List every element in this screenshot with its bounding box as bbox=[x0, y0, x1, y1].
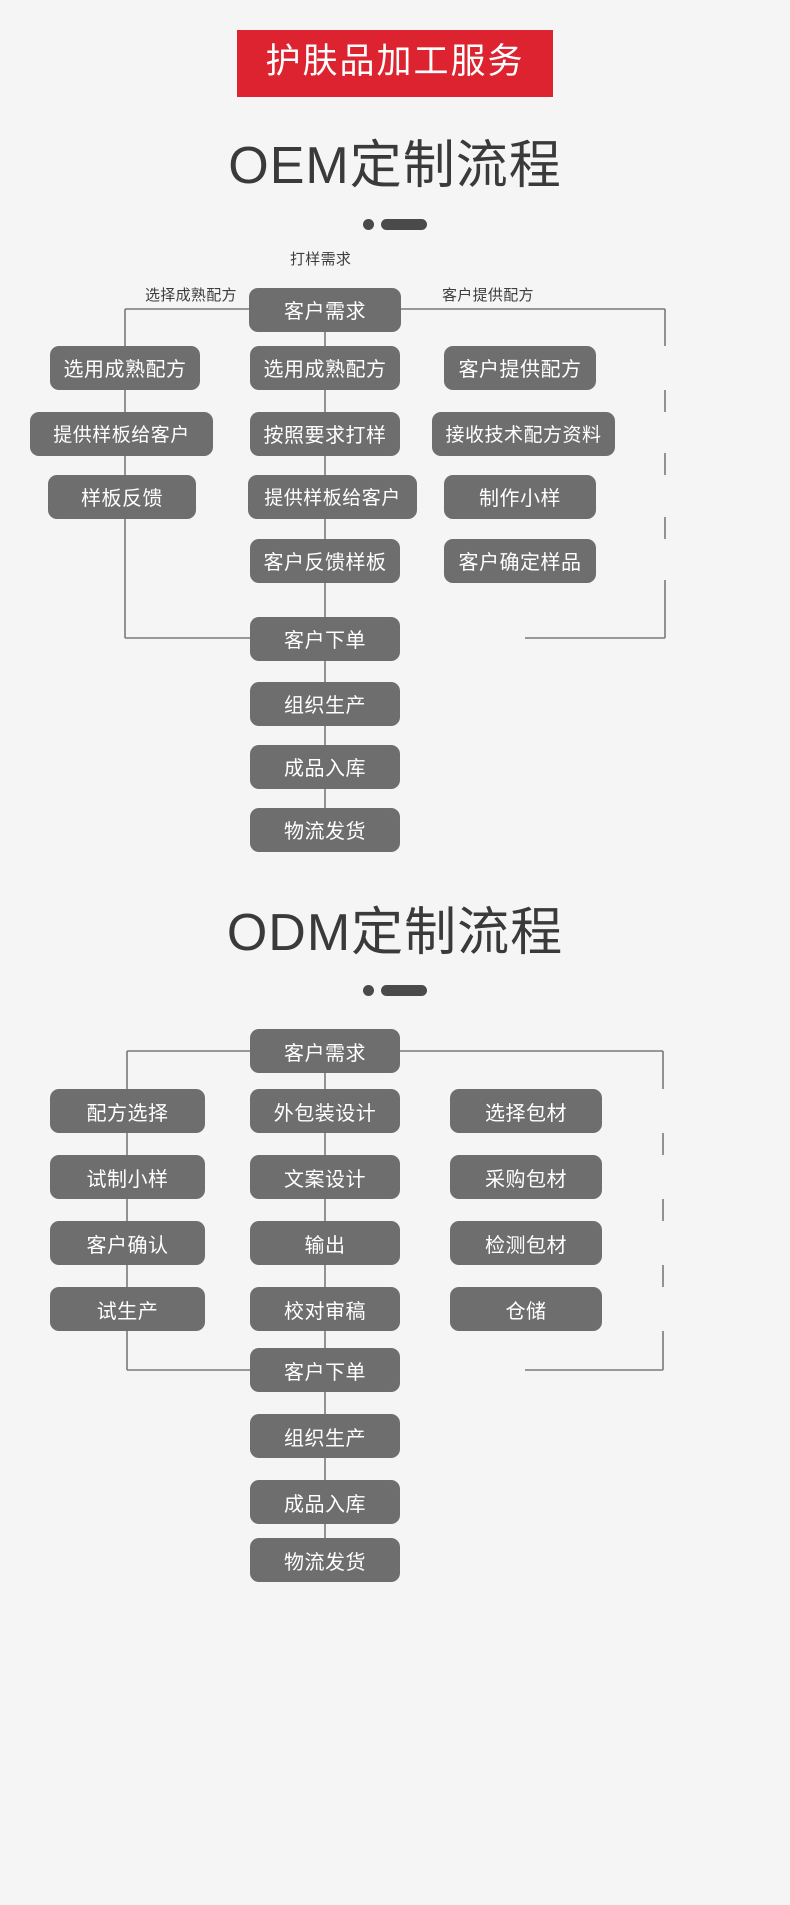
odm-node-right-4[interactable]: 仓储 bbox=[450, 1287, 602, 1332]
odm-node-right-2[interactable]: 采购包材 bbox=[450, 1155, 602, 1200]
oem-node-left-3[interactable]: 样板反馈 bbox=[48, 474, 196, 519]
oem-node-merge[interactable]: 客户下单 bbox=[250, 616, 400, 661]
oem-node-center-2[interactable]: 按照要求打样 bbox=[250, 411, 400, 456]
odm-node-tail-2[interactable]: 成品入库 bbox=[250, 1480, 400, 1525]
oem-node-left-1[interactable]: 选用成熟配方 bbox=[50, 345, 200, 390]
odm-node-right-3[interactable]: 检测包材 bbox=[450, 1221, 602, 1266]
banner-container: 护肤品加工服务 bbox=[0, 0, 790, 97]
oem-node-tail-3[interactable]: 物流发货 bbox=[250, 807, 400, 852]
oem-node-center-1[interactable]: 选用成熟配方 bbox=[250, 345, 400, 390]
odm-node-left-3[interactable]: 客户确认 bbox=[50, 1221, 205, 1266]
odm-node-center-4[interactable]: 校对审稿 bbox=[250, 1287, 400, 1332]
odm-section-title: ODM定制流程 bbox=[226, 903, 564, 962]
oem-node-right-1[interactable]: 客户提供配方 bbox=[444, 345, 596, 390]
odm-node-left-4[interactable]: 试生产 bbox=[50, 1287, 205, 1332]
oem-title-divider bbox=[0, 218, 790, 230]
divider-dot-icon bbox=[363, 218, 374, 230]
oem-node-tail-1[interactable]: 组织生产 bbox=[250, 681, 400, 726]
oem-node-root[interactable]: 客户需求 bbox=[249, 287, 401, 332]
odm-node-merge[interactable]: 客户下单 bbox=[250, 1348, 400, 1393]
odm-flowchart: 客户需求 配方选择 试制小样 客户确认 试生产 外包装设计 文案设计 输出 校对… bbox=[0, 1026, 790, 1583]
divider-dash-icon bbox=[381, 218, 427, 230]
odm-node-left-1[interactable]: 配方选择 bbox=[50, 1089, 205, 1134]
oem-flowchart: 选择成熟配方 打样需求 客户提供配方 客户需求 选用成熟配方 提供样板给客户 样… bbox=[0, 251, 790, 852]
divider-dash-icon bbox=[381, 985, 427, 997]
oem-section-title: OEM定制流程 bbox=[228, 136, 562, 195]
odm-node-right-1[interactable]: 选择包材 bbox=[450, 1089, 602, 1134]
odm-title-divider bbox=[0, 985, 790, 997]
oem-node-center-3[interactable]: 提供样板给客户 bbox=[248, 474, 417, 519]
oem-node-right-3[interactable]: 制作小样 bbox=[444, 474, 596, 519]
odm-node-tail-1[interactable]: 组织生产 bbox=[250, 1414, 400, 1459]
oem-edge-label-left: 选择成熟配方 bbox=[145, 286, 237, 304]
oem-node-right-4[interactable]: 客户确定样品 bbox=[444, 538, 596, 583]
odm-node-root[interactable]: 客户需求 bbox=[250, 1029, 400, 1074]
odm-node-tail-3[interactable]: 物流发货 bbox=[250, 1538, 400, 1583]
oem-node-tail-2[interactable]: 成品入库 bbox=[250, 744, 400, 789]
page-banner: 护肤品加工服务 bbox=[237, 30, 553, 97]
oem-edge-label-right: 客户提供配方 bbox=[442, 286, 534, 304]
odm-node-center-1[interactable]: 外包装设计 bbox=[250, 1089, 400, 1134]
oem-node-left-2[interactable]: 提供样板给客户 bbox=[30, 411, 213, 456]
odm-node-left-2[interactable]: 试制小样 bbox=[50, 1155, 205, 1200]
oem-node-right-2[interactable]: 接收技术配方资料 bbox=[432, 411, 615, 456]
divider-dot-icon bbox=[363, 985, 374, 997]
oem-node-center-4[interactable]: 客户反馈样板 bbox=[250, 538, 400, 583]
odm-node-center-2[interactable]: 文案设计 bbox=[250, 1155, 400, 1200]
odm-node-center-3[interactable]: 输出 bbox=[250, 1221, 400, 1266]
oem-edge-label-center: 打样需求 bbox=[290, 250, 352, 268]
